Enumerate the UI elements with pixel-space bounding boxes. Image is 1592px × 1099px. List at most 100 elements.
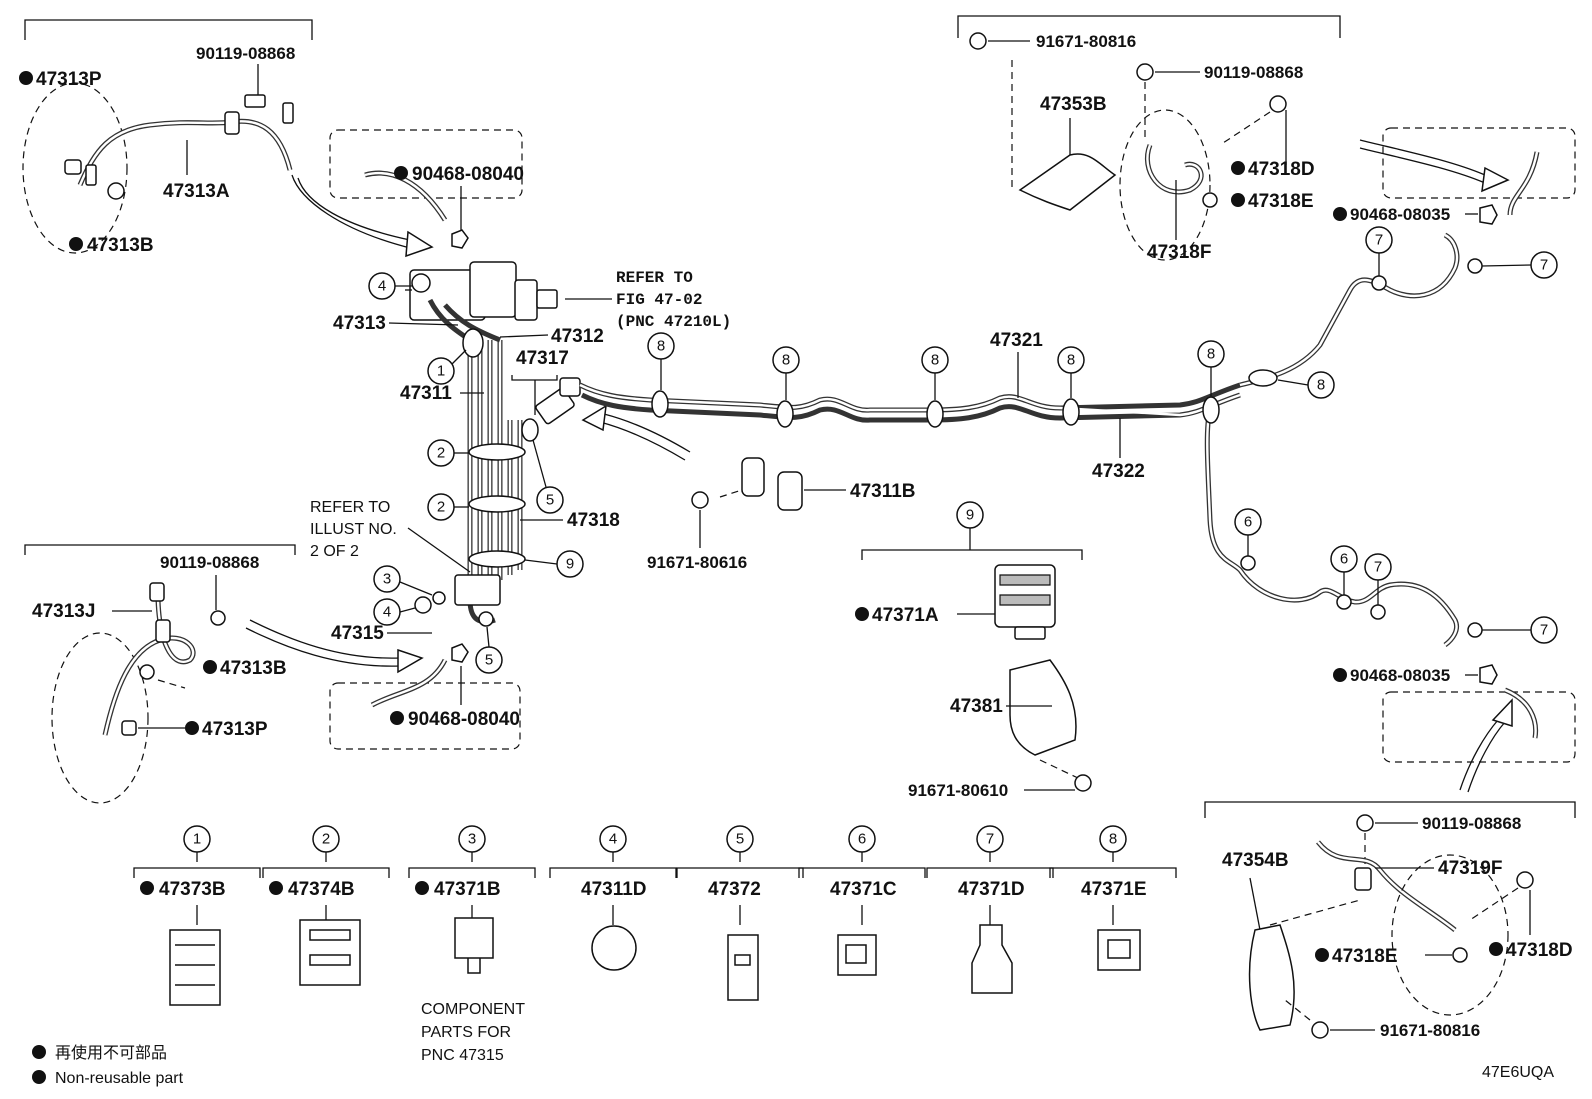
refer-illust-note: REFER TO ILLUST NO. 2 OF 2 <box>310 499 471 573</box>
refer-line-1: REFER TO <box>616 269 693 287</box>
label-47353B: 47353B <box>1040 94 1107 115</box>
clamp-part-number: 47371E <box>1081 879 1147 900</box>
nonreusable-mark <box>269 881 283 895</box>
callout-7: 7 <box>1482 616 1558 644</box>
label-47312: 47312 <box>551 326 604 347</box>
callout-6: 6 <box>1330 545 1358 595</box>
label-47317: 47317 <box>516 348 569 369</box>
clamp-illustration <box>591 925 637 971</box>
clamp-callout-number: 5 <box>736 831 744 848</box>
component-line-1: COMPONENT <box>421 1001 525 1018</box>
svg-text:6: 6 <box>1244 514 1252 531</box>
label-91671-80816-br: 91671-80816 <box>1380 1021 1480 1040</box>
clamp-legend-item: 2 47374B <box>262 825 390 986</box>
label-47313J: 47313J <box>32 601 95 622</box>
callout-7: 7 <box>1481 251 1558 279</box>
label-90468-08035-bottom: 90468-08035 <box>1350 666 1450 685</box>
label-90119-08868: 90119-08868 <box>196 44 295 63</box>
label-47313P: 47313P <box>36 69 102 90</box>
svg-text:3: 3 <box>383 571 391 588</box>
label-47313B: 47313B <box>87 235 154 256</box>
label-91671-80616: 91671-80616 <box>647 553 747 572</box>
label-47381: 47381 <box>950 696 1003 717</box>
svg-text:7: 7 <box>1374 559 1382 576</box>
clamp-illustration <box>169 929 221 1006</box>
nonreusable-mark <box>415 881 429 895</box>
label-90119-08868-br: 90119-08868 <box>1422 814 1521 833</box>
callout-8: 8 <box>1277 371 1335 399</box>
clamp-legend-item: 7 47371D <box>926 825 1054 994</box>
clamp-callout-number: 2 <box>322 831 330 848</box>
callout-8: 8 <box>921 346 949 400</box>
clamp-callout-number: 7 <box>986 831 994 848</box>
clamp-part-number: 47371C <box>830 879 897 900</box>
label-91671-80610: 91671-80610 <box>908 781 1008 800</box>
rear-left-bracket-group: 90119-08868 47354B 47319F 47318D 47318E … <box>1204 801 1576 1040</box>
svg-text:4: 4 <box>378 278 386 295</box>
label-47311B: 47311B <box>850 481 916 502</box>
rear-tubes <box>578 232 1483 648</box>
label-90468-08035-top: 90468-08035 <box>1350 205 1450 224</box>
svg-text:5: 5 <box>546 492 554 509</box>
component-line-2: PARTS FOR <box>421 1024 511 1041</box>
label-90468-08040-bottom: 90468-08040 <box>408 709 520 730</box>
svg-text:8: 8 <box>657 338 665 355</box>
label-47318E-br: 47318E <box>1332 946 1398 967</box>
diagram-id: 47E6UQA <box>1482 1064 1554 1081</box>
callout-5: 5 <box>532 439 564 514</box>
label-90119-08868-left: 90119-08868 <box>160 553 259 572</box>
clamp-part-number: 47371D <box>958 879 1025 900</box>
label-47318F: 47318F <box>1147 242 1211 263</box>
clamp-illustration <box>454 917 494 974</box>
callout-8: 8 <box>647 332 675 390</box>
svg-text:8: 8 <box>1317 377 1325 394</box>
svg-text:7: 7 <box>1375 232 1383 249</box>
label-47315: 47315 <box>331 623 384 644</box>
rear-right-bracket-group: 91671-80816 90119-08868 47353B 47318D 47… <box>957 15 1341 263</box>
clamp-47311B: 47311B 91671-80616 <box>647 457 916 572</box>
clamp-callout-number: 8 <box>1109 831 1117 848</box>
svg-text:2: 2 <box>437 445 445 462</box>
label-47313B-left: 47313B <box>220 658 287 679</box>
callout-9: 9 <box>524 550 584 578</box>
callout-2: 2 <box>427 439 469 467</box>
callout-7: 7 <box>1365 226 1393 276</box>
svg-text:2: 2 <box>437 499 445 516</box>
clamp-illustration <box>971 924 1013 994</box>
label-47321: 47321 <box>990 330 1043 351</box>
clamp-part-number: 47374B <box>288 879 355 900</box>
callouts: 4 1 2 2 9 5 3 4 5 8 8 8 8 8 8 7 7 6 6 7 … <box>368 226 1558 674</box>
label-47313: 47313 <box>333 313 386 334</box>
callout-7: 7 <box>1364 553 1392 605</box>
label-47313A: 47313A <box>163 181 230 202</box>
label-47354B: 47354B <box>1222 850 1289 871</box>
component-note: COMPONENT PARTS FOR PNC 47315 <box>421 1001 525 1064</box>
callout-1: 1 <box>427 349 467 385</box>
svg-text:4: 4 <box>383 604 391 621</box>
label-47371A: 47371A <box>872 605 939 626</box>
clamp-legend-item: 8 47371E <box>1049 825 1177 971</box>
clamp-legend-row: 147373B247374B347371B447311D547372647371… <box>133 825 1177 1006</box>
clamp-9-group: 9 47371A 47381 91671-80610 <box>855 501 1092 800</box>
label-90119-08868-tr: 90119-08868 <box>1204 63 1303 82</box>
label-47318D-top: 47318D <box>1248 159 1315 180</box>
label-91671-80816-top: 91671-80816 <box>1036 32 1136 51</box>
legend-jp: 再使用不可部品 <box>55 1044 167 1062</box>
callout-5: 5 <box>475 626 503 674</box>
callout-2: 2 <box>427 493 469 521</box>
refer-fig-note: REFER TO FIG 47-02 (PNC 47210L) <box>565 269 731 331</box>
callout-6: 6 <box>1234 508 1262 556</box>
actuator-assembly <box>405 261 558 321</box>
clamp-illustration <box>299 919 361 986</box>
callout-3: 3 <box>373 565 433 596</box>
nonreusable-mark <box>140 881 154 895</box>
svg-text:5: 5 <box>485 652 493 669</box>
clamp-part-number: 47371B <box>434 879 501 900</box>
svg-text:9: 9 <box>566 556 574 573</box>
legend: 再使用不可部品 Non-reusable part <box>32 1044 184 1087</box>
svg-text:6: 6 <box>1340 551 1348 568</box>
svg-text:1: 1 <box>437 363 445 380</box>
